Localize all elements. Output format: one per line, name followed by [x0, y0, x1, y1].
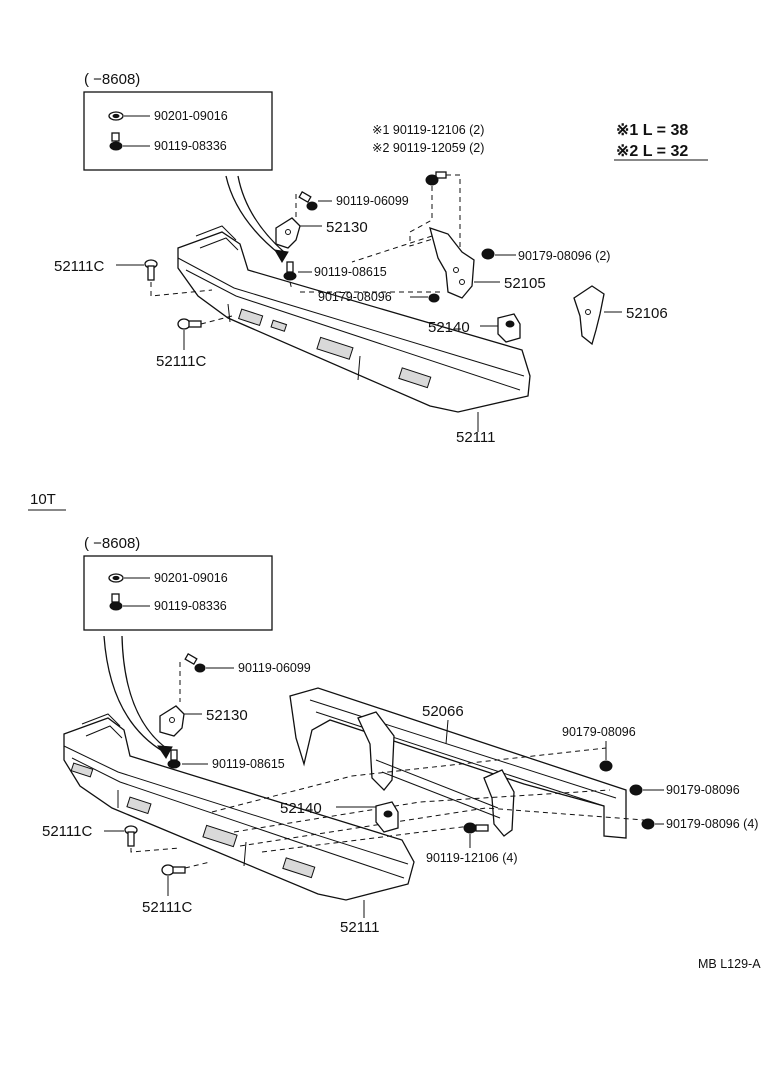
bottom-inset-arrow	[103, 635, 165, 753]
bottom-reinforcement-52066	[289, 687, 627, 839]
bolt-icon	[109, 132, 123, 151]
washer-icon	[108, 111, 124, 121]
length-note-1: ※1 L = 38	[616, 122, 688, 139]
top-label-52111c-left: 52111C	[54, 258, 104, 275]
top-bracket-52105	[429, 227, 475, 299]
top-note-1: ※1 90119-12106 (2)	[372, 123, 484, 137]
bottom-inset-frame	[83, 555, 273, 631]
bottom-label-52111c-lower: 52111C	[142, 899, 192, 916]
top-label-52106: 52106	[626, 305, 668, 322]
bolt-icon	[109, 593, 123, 611]
bottom-diagram: ( −8608) 90201-09016 90119-08336	[42, 535, 758, 936]
top-bolt-52111c-lower	[177, 318, 202, 330]
bottom-label-nut-08096-4: 90179-08096 (4)	[666, 817, 758, 831]
bottom-label-52111c-left: 52111C	[42, 823, 92, 840]
bottom-inset-range: ( −8608)	[84, 535, 140, 552]
top-inset-range: ( −8608)	[84, 71, 140, 88]
top-label-52111c-lower: 52111C	[156, 353, 206, 370]
top-bolt-12106	[425, 171, 447, 186]
bottom-label-bolt-12106-4: 90119-12106 (4)	[426, 851, 518, 865]
top-bracket-52106	[573, 285, 605, 346]
bottom-bolt-08615	[167, 749, 181, 769]
top-label-nut-08096-2: 90179-08096 (2)	[518, 249, 610, 263]
top-diagram: ( −8608) 90201-09016 90119-08336 ※1 9011…	[54, 71, 708, 446]
bottom-label-bolt-08615: 90119-08615	[212, 757, 285, 771]
bottom-label-bolt-06099: 90119-06099	[238, 661, 311, 675]
length-note-2: ※2 L = 32	[616, 143, 688, 160]
top-bumper-52111	[177, 225, 531, 413]
top-note-2: ※2 90119-12059 (2)	[372, 141, 484, 155]
bottom-retainer-52140	[375, 801, 399, 833]
top-label-52130: 52130	[326, 219, 368, 236]
top-nut-08096-2	[481, 248, 495, 260]
bottom-inset-washer-label: 90201-09016	[154, 571, 228, 585]
bottom-bolt-52111c-left	[124, 825, 138, 847]
bottom-bumper-52111	[63, 713, 415, 901]
top-bolt-08615	[283, 261, 297, 281]
bottom-label-52140: 52140	[280, 800, 322, 817]
top-inset-bolt-label: 90119-08336	[154, 139, 227, 153]
top-bracket-52130	[275, 217, 301, 249]
top-inset-box: ( −8608) 90201-09016 90119-08336	[83, 71, 273, 171]
bottom-bolt-12106-4	[463, 822, 489, 834]
bottom-inset-box: ( −8608) 90201-09016 90119-08336	[83, 535, 273, 631]
top-label-nut-08096-a: 90179-08096	[318, 290, 392, 304]
washer-icon	[108, 573, 124, 583]
bottom-bolt-52111c-lower	[161, 864, 186, 876]
top-label-52111: 52111	[456, 429, 496, 446]
bottom-label-52111: 52111	[340, 919, 380, 936]
bottom-inset-bolt-label: 90119-08336	[154, 599, 227, 613]
top-inset-arrow	[225, 175, 283, 257]
bottom-nut-08096-4	[641, 818, 655, 830]
top-bolt-52111c-left	[144, 259, 158, 281]
bottom-nut-08096-mid	[629, 784, 643, 796]
bottom-bolt-06099	[184, 653, 206, 673]
top-inset-frame	[83, 91, 273, 171]
bottom-label-nut-08096-mid: 90179-08096	[666, 783, 740, 797]
diagram-code: MB L129-A	[698, 957, 761, 971]
top-label-52140: 52140	[428, 319, 470, 336]
top-nut-08096-a	[428, 293, 440, 303]
section-label-10t: 10T	[30, 491, 56, 508]
top-inset-washer-label: 90201-09016	[154, 109, 228, 123]
top-bolt-06099	[298, 191, 318, 211]
top-label-bolt-06099: 90119-06099	[336, 194, 409, 208]
bottom-nut-08096-top	[599, 760, 613, 772]
top-label-bolt-08615: 90119-08615	[314, 265, 387, 279]
bottom-label-52066: 52066	[422, 703, 464, 720]
top-retainer-52140	[497, 313, 521, 343]
bottom-bracket-52130	[159, 705, 185, 737]
bottom-label-nut-08096-top: 90179-08096	[562, 725, 636, 739]
top-label-52105: 52105	[504, 275, 546, 292]
bottom-label-52130: 52130	[206, 707, 248, 724]
